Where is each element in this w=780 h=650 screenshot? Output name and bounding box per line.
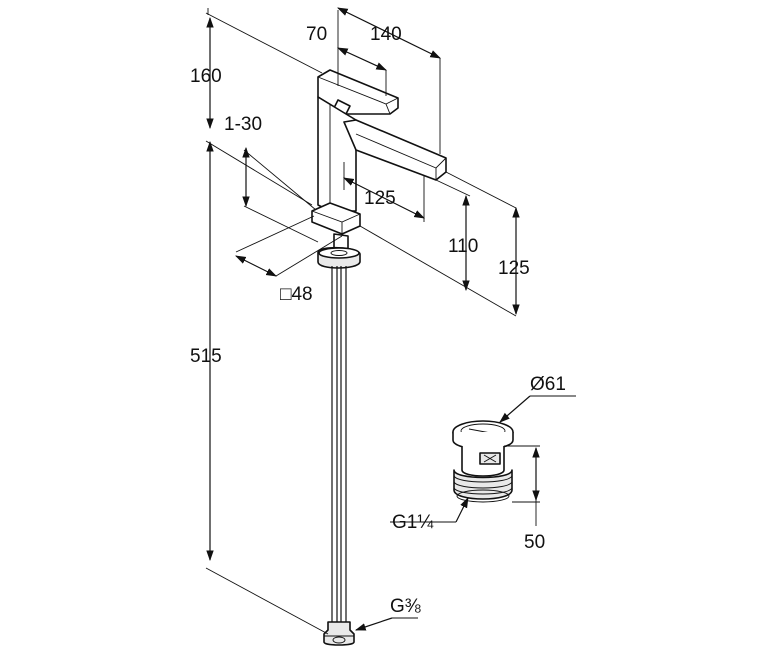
dim-160 — [205, 8, 323, 206]
dim-sq48 — [235, 215, 343, 277]
label-125-reach: 125 — [364, 188, 396, 209]
label-g114: G1¼ — [392, 512, 434, 533]
label-125-height: 125 — [498, 258, 530, 279]
label-140: 140 — [370, 24, 402, 45]
label-70: 70 — [306, 24, 327, 45]
label-110: 110 — [448, 236, 478, 257]
dim-70-140 — [337, 7, 441, 154]
spout — [343, 119, 447, 181]
label-sq48: □48 — [280, 284, 313, 305]
dim-50 — [504, 445, 540, 526]
waste-thread — [453, 469, 513, 500]
supply-hose — [331, 266, 347, 622]
label-515: 515 — [190, 346, 222, 367]
dim-515 — [205, 140, 329, 635]
dim-125-reach — [343, 162, 425, 222]
waste-valve — [452, 420, 514, 503]
hose-fitting — [323, 621, 355, 646]
leader-g38 — [354, 617, 393, 631]
label-g38: G⅜ — [390, 596, 421, 617]
label-dia61: Ø61 — [530, 374, 566, 395]
leader-dia61 — [499, 395, 531, 423]
leader-g114 — [455, 497, 469, 523]
label-50: 50 — [524, 532, 545, 553]
label-1-30: 1-30 — [224, 114, 262, 135]
label-160: 160 — [190, 66, 222, 87]
faucet-body — [311, 69, 447, 646]
dim-heights — [359, 171, 520, 317]
dim-1-30 — [242, 146, 319, 243]
